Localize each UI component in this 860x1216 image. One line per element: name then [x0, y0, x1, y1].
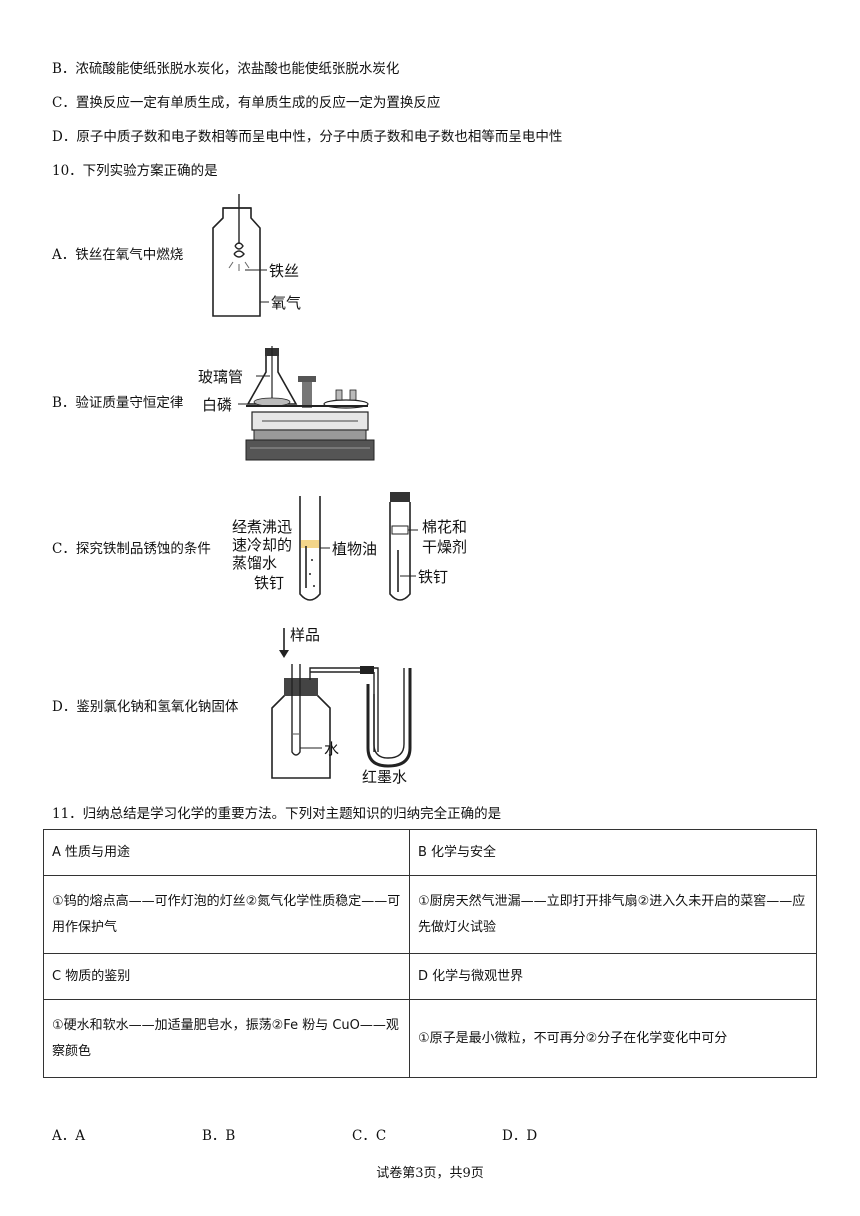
cell-a-title: A 性质与用途 — [43, 829, 410, 876]
label-white-phosphorus: 白磷 — [202, 396, 232, 414]
label-iron-wire: 铁丝 — [269, 262, 299, 280]
q10-option-a-label: A．铁丝在氧气中燃烧 — [52, 247, 184, 263]
label-oxygen: 氧气 — [271, 294, 301, 312]
question-10-stem: 10．下列实验方案正确的是 — [52, 163, 218, 179]
label-red-ink: 红墨水 — [362, 768, 407, 786]
summary-table: A 性质与用途 B 化学与安全 ①钨的熔点高——可作灯泡的灯丝②氮气化学性质稳定… — [43, 829, 817, 1078]
option-c-q9: C．置换反应一定有单质生成，有单质生成的反应一定为置换反应 — [52, 95, 441, 111]
label-iron-nail-1: 铁钉 — [254, 574, 284, 592]
option-b-q9: B．浓硫酸能使纸张脱水炭化，浓盐酸也能使纸张脱水炭化 — [52, 61, 400, 77]
question-11-stem: 11．归纳总结是学习化学的重要方法。下列对主题知识的归纳完全正确的是 — [52, 806, 502, 822]
answer-option-a[interactable]: A．A — [52, 1128, 85, 1144]
answer-option-c[interactable]: C．C — [352, 1128, 387, 1144]
label-water: 水 — [324, 740, 339, 758]
label-sample: 样品 — [290, 626, 320, 644]
q10-option-b-label: B．验证质量守恒定律 — [52, 395, 184, 411]
label-vegetable-oil: 植物油 — [332, 540, 377, 558]
label-boiled-water-2: 速冷却的 — [232, 536, 292, 554]
cell-a-content: ①钨的熔点高——可作灯泡的灯丝②氮气化学性质稳定——可用作保护气 — [43, 875, 410, 954]
answer-option-b[interactable]: B．B — [202, 1128, 236, 1144]
table-row: A 性质与用途 B 化学与安全 — [43, 829, 817, 876]
cell-d-title: D 化学与微观世界 — [409, 953, 817, 1000]
iron-wire-oxygen-figure: 铁丝 氧气 — [205, 194, 325, 318]
answer-option-d[interactable]: D．D — [502, 1128, 538, 1144]
table-row: ①硬水和软水——加适量肥皂水，振荡②Fe 粉与 CuO——观察颜色 ①原子是最小… — [43, 999, 817, 1078]
cell-b-title: B 化学与安全 — [409, 829, 817, 876]
identify-naoh-figure: 样品 水 红墨水 — [264, 624, 434, 786]
cell-c-title: C 物质的鉴别 — [43, 953, 410, 1000]
mass-conservation-figure: 玻璃管 白磷 — [198, 346, 378, 464]
cell-d-content: ①原子是最小微粒，不可再分②分子在化学变化中可分 — [409, 999, 817, 1078]
q10-option-d-label: D．鉴别氯化钠和氢氧化钠固体 — [52, 699, 239, 715]
label-iron-nail-2: 铁钉 — [418, 568, 448, 586]
label-glass-tube: 玻璃管 — [198, 368, 243, 386]
label-boiled-water-1: 经煮沸迅 — [232, 518, 292, 536]
table-row: ①钨的熔点高——可作灯泡的灯丝②氮气化学性质稳定——可用作保护气 ①厨房天然气泄… — [43, 875, 817, 954]
label-boiled-water-3: 蒸馏水 — [232, 554, 277, 572]
label-cotton-desiccant-1: 棉花和 — [422, 518, 467, 536]
page-footer: 试卷第3页，共9页 — [376, 1166, 484, 1181]
iron-rust-figure: 经煮沸迅 速冷却的 蒸馏水 铁钉 植物油 棉花和 干燥剂 铁钉 — [232, 490, 482, 608]
cell-c-content: ①硬水和软水——加适量肥皂水，振荡②Fe 粉与 CuO——观察颜色 — [43, 999, 410, 1078]
table-row: C 物质的鉴别 D 化学与微观世界 — [43, 953, 817, 1000]
option-d-q9: D．原子中质子数和电子数相等而呈电中性，分子中质子数和电子数也相等而呈电中性 — [52, 129, 563, 145]
label-cotton-desiccant-2: 干燥剂 — [422, 538, 467, 556]
q10-option-c-label: C．探究铁制品锈蚀的条件 — [52, 541, 211, 557]
cell-b-content: ①厨房天然气泄漏——立即打开排气扇②进入久未开启的菜窖——应先做灯火试验 — [409, 875, 817, 954]
